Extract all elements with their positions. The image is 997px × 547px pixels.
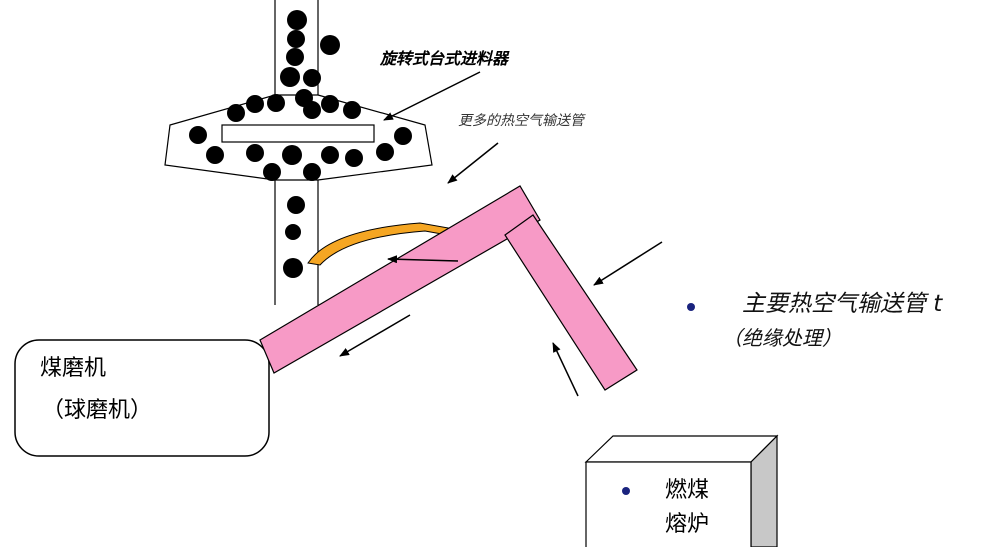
- bullet-dot-icon: [687, 303, 695, 311]
- coal-mill-box: [14, 339, 270, 457]
- more-hot-air-duct-label: 更多的热空气输送管: [458, 113, 584, 129]
- hot-air-duct-upper: [259, 185, 541, 374]
- arrow-icon: [552, 342, 579, 397]
- furnace-label-line1: 燃煤: [665, 478, 710, 503]
- coal-pieces: [189, 10, 412, 278]
- arrow-icon: [339, 314, 411, 357]
- coal-mill-label: 煤磨机: [40, 356, 107, 381]
- flow-arrows: [339, 71, 663, 397]
- feeder-table: [221, 124, 375, 143]
- arrow-icon: [387, 255, 459, 264]
- main-hot-air-duct-label: 主要热空气输送管 t: [742, 291, 943, 317]
- ball-mill-label: （球磨机）: [42, 398, 153, 423]
- furnace-box: [584, 434, 779, 547]
- arrow-icon: [447, 142, 499, 184]
- bullet-dot-icon: [622, 487, 630, 495]
- arrow-icon: [593, 241, 663, 286]
- furnace-label-line2: 熔炉: [665, 512, 710, 537]
- hot-air-duct-lower: [504, 214, 638, 391]
- insulation-label: （绝缘处理）: [722, 326, 842, 350]
- arrow-icon: [383, 71, 481, 121]
- feeder-label: 旋转式台式进料器: [380, 49, 509, 68]
